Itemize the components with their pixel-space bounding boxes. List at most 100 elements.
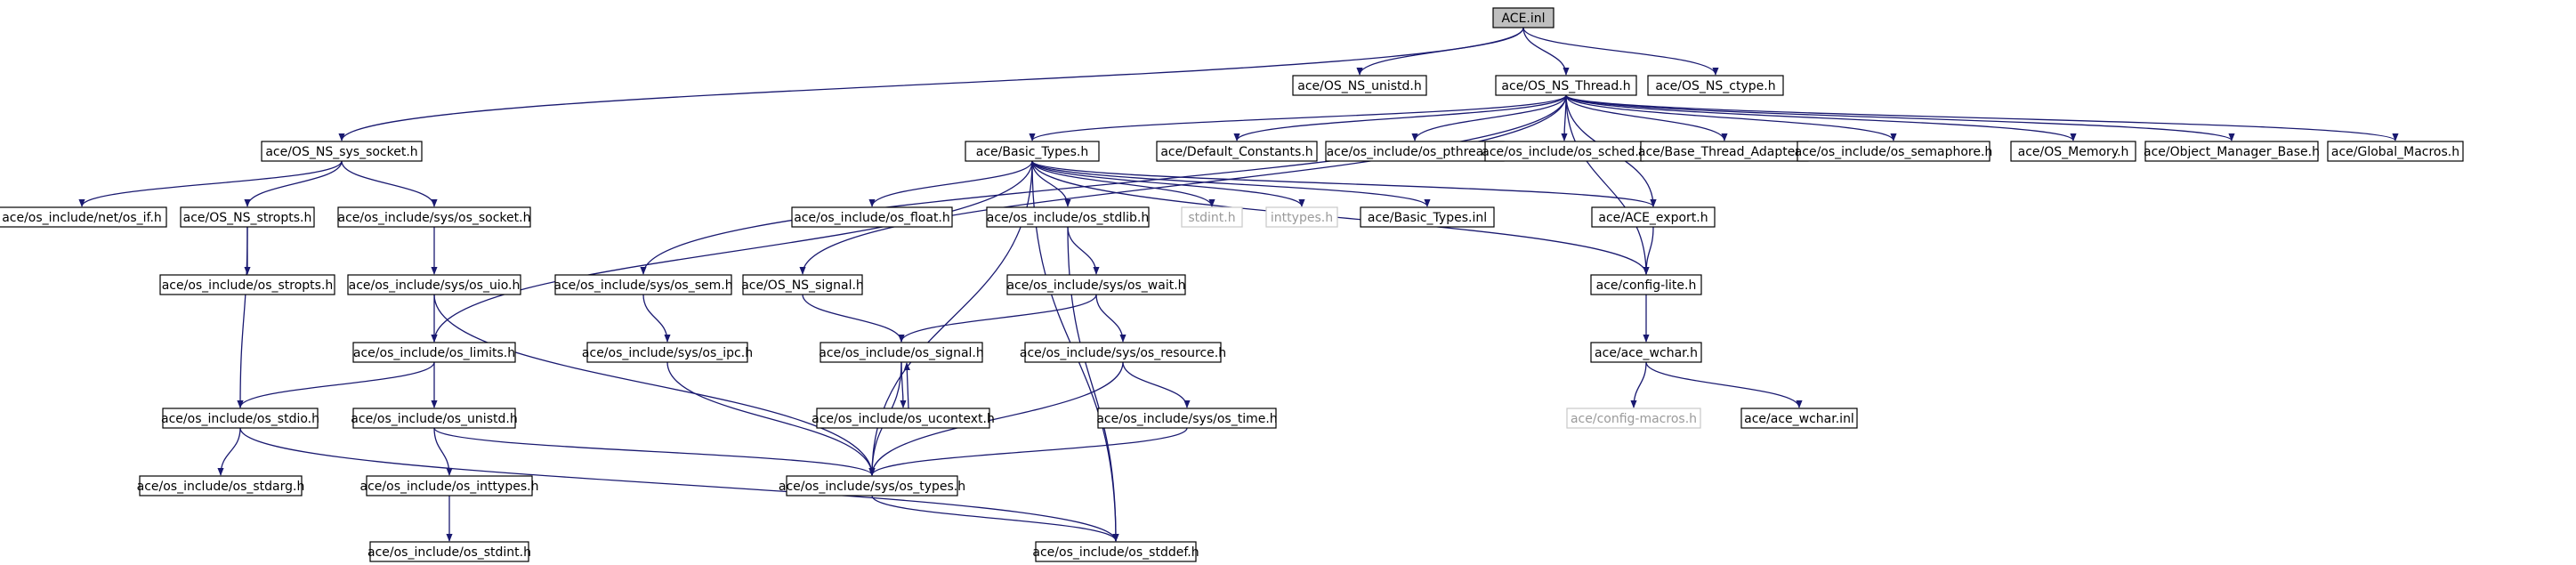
edge-basic-types-to-os-float xyxy=(868,160,1033,207)
node-box xyxy=(1006,274,1186,295)
node-box xyxy=(180,206,315,228)
node-box xyxy=(791,206,953,228)
node-box xyxy=(1591,206,1716,228)
node-label: ace/os_include/sys/os_resource.h xyxy=(1020,346,1226,360)
edge-os-stdio-to-os-stdarg xyxy=(217,427,241,476)
node-box xyxy=(1156,141,1318,162)
node-os-stdarg: ace/os_include/os_stdarg.h xyxy=(137,475,305,496)
nodes-layer: ACE.inl ace/OS_NS_unistd.h ace/OS_NS_Threa… xyxy=(0,7,2464,562)
node-label: ace/os_include/sys/os_types.h xyxy=(779,480,965,494)
node-label: ace/os_include/sys/os_uio.h xyxy=(349,278,521,293)
node-box xyxy=(1797,141,1991,162)
node-ace-inl: ACE.inl xyxy=(1492,7,1554,28)
node-sys-os-uio: ace/os_include/sys/os_uio.h xyxy=(347,274,521,295)
node-box xyxy=(1097,408,1277,429)
edge-sys-os-wait-to-sys-os-resource xyxy=(1095,294,1126,343)
node-box xyxy=(1360,206,1495,228)
edge-ace-inl-to-os-ns-sys-socket xyxy=(338,27,1524,141)
node-os-stropts: ace/os_include/os_stropts.h xyxy=(159,274,335,295)
node-box xyxy=(159,274,335,295)
edges-layer xyxy=(78,27,2399,542)
edge-basic-types-to-os-limits xyxy=(431,160,1033,343)
node-label: ace/os_include/os_inttypes.h xyxy=(360,480,539,494)
edge-os-limits-to-os-stdio xyxy=(237,361,435,408)
edge-basic-types-to-stdint xyxy=(1031,160,1215,207)
edge-os-ns-sys-socket-to-sys-os-socket xyxy=(341,160,438,207)
node-box xyxy=(586,342,748,363)
node-label: ace/Default_Constants.h xyxy=(1160,145,1312,159)
node-label: inttypes.h xyxy=(1271,211,1333,225)
edge-sys-os-ipc-to-sys-os-types xyxy=(666,361,876,476)
node-inttypes: inttypes.h xyxy=(1265,206,1338,228)
node-label: ace/Object_Manager_Base.h xyxy=(2144,145,2320,159)
edge-basic-types-to-basic-types-inl xyxy=(1031,160,1431,207)
node-label: ace/os_include/os_float.h xyxy=(794,211,950,225)
node-box xyxy=(162,408,319,429)
node-os-ns-sys-socket: ace/OS_NS_sys_socket.h xyxy=(261,141,423,162)
node-label: ace/OS_NS_Thread.h xyxy=(1501,79,1630,93)
node-os-signal: ace/os_include/os_signal.h xyxy=(819,342,984,363)
node-os-stdlib: ace/os_include/os_stdlib.h xyxy=(986,206,1150,228)
edge-sys-os-sem-to-sys-os-ipc xyxy=(642,294,671,343)
node-label: ace/os_include/os_signal.h xyxy=(819,346,984,360)
node-box xyxy=(337,206,531,228)
node-box xyxy=(1024,342,1222,363)
node-label: ace/OS_NS_unistd.h xyxy=(1297,79,1422,93)
node-box xyxy=(1590,342,1702,363)
node-sys-os-sem: ace/os_include/sys/os_sem.h xyxy=(553,274,733,295)
node-label: ace/os_include/os_pthread.h xyxy=(1327,145,1504,159)
node-box xyxy=(347,274,521,295)
node-global-macros: ace/Global_Macros.h xyxy=(2327,141,2464,162)
node-sys-os-time: ace/os_include/sys/os_time.h xyxy=(1096,408,1278,429)
node-config-macros: ace/config-macros.h xyxy=(1566,408,1701,429)
node-label: ace/os_include/os_stdint.h xyxy=(367,545,531,560)
node-box xyxy=(816,408,990,429)
node-os-inttypes: ace/os_include/os_inttypes.h xyxy=(360,475,539,496)
node-basic-types: ace/Basic_Types.h xyxy=(965,141,1100,162)
edge-ace-wchar-to-config-macros xyxy=(1630,361,1647,408)
node-box xyxy=(1035,541,1197,562)
node-label: ace/os_include/os_stdio.h xyxy=(161,412,319,426)
node-object-manager-base: ace/Object_Manager_Base.h xyxy=(2144,141,2320,162)
node-label: ace/os_include/os_limits.h xyxy=(353,346,515,360)
node-label: ace/os_include/sys/os_time.h xyxy=(1096,412,1277,426)
edge-os-ns-thread-to-basic-types xyxy=(1029,94,1567,141)
node-label: ace/config-macros.h xyxy=(1571,412,1697,426)
node-box xyxy=(1265,206,1338,228)
node-os-stddef: ace/os_include/os_stddef.h xyxy=(1032,541,1199,562)
node-ace-export: ace/ACE_export.h xyxy=(1591,206,1716,228)
node-os-ns-signal: ace/OS_NS_signal.h xyxy=(741,274,864,295)
node-box xyxy=(1181,206,1243,228)
node-box xyxy=(1292,75,1427,96)
node-label: ace/os_include/os_stdarg.h xyxy=(137,480,305,494)
node-box xyxy=(1590,274,1702,295)
edge-os-unistd-to-sys-os-types xyxy=(433,427,876,476)
node-net-os-if: ace/os_include/net/os_if.h xyxy=(0,206,167,228)
node-label: ace/os_include/os_sched.h xyxy=(1482,145,1646,159)
edge-basic-types-to-config-lite xyxy=(1031,160,1650,275)
edge-sys-os-uio-to-sys-os-types xyxy=(433,294,876,476)
edge-os-ns-thread-to-object-manager-base xyxy=(1565,94,2235,141)
node-sys-os-ipc: ace/os_include/sys/os_ipc.h xyxy=(582,342,753,363)
node-stdint: stdint.h xyxy=(1181,206,1243,228)
node-label: ace/OS_NS_stropts.h xyxy=(183,211,312,225)
node-label: ace/OS_NS_signal.h xyxy=(741,278,864,293)
node-sys-os-types: ace/os_include/sys/os_types.h xyxy=(779,475,965,496)
node-os-semaphore: ace/os_include/os_semaphore.h xyxy=(1795,141,1992,162)
node-box xyxy=(742,274,863,295)
node-label: ace/Basic_Types.inl xyxy=(1368,211,1487,225)
node-label: stdint.h xyxy=(1188,211,1235,225)
node-label: ace/os_include/os_ucontext.h xyxy=(812,412,995,426)
edge-os-unistd-to-os-inttypes xyxy=(433,427,453,476)
node-box xyxy=(0,206,167,228)
node-os-ns-thread: ace/OS_NS_Thread.h xyxy=(1495,75,1637,96)
node-os-ns-unistd: ace/OS_NS_unistd.h xyxy=(1292,75,1427,96)
node-label: ace/ace_wchar.h xyxy=(1595,346,1698,360)
node-label: ace/os_include/os_stropts.h xyxy=(162,278,334,293)
edge-os-stdio-to-os-stddef xyxy=(239,427,1119,542)
node-os-unistd: ace/os_include/os_unistd.h xyxy=(351,408,518,429)
edge-os-ns-sys-socket-to-net-os-if xyxy=(78,160,343,207)
edge-sys-os-time-to-sys-os-types xyxy=(868,427,1188,476)
edge-os-ns-signal-to-os-signal xyxy=(802,294,905,343)
